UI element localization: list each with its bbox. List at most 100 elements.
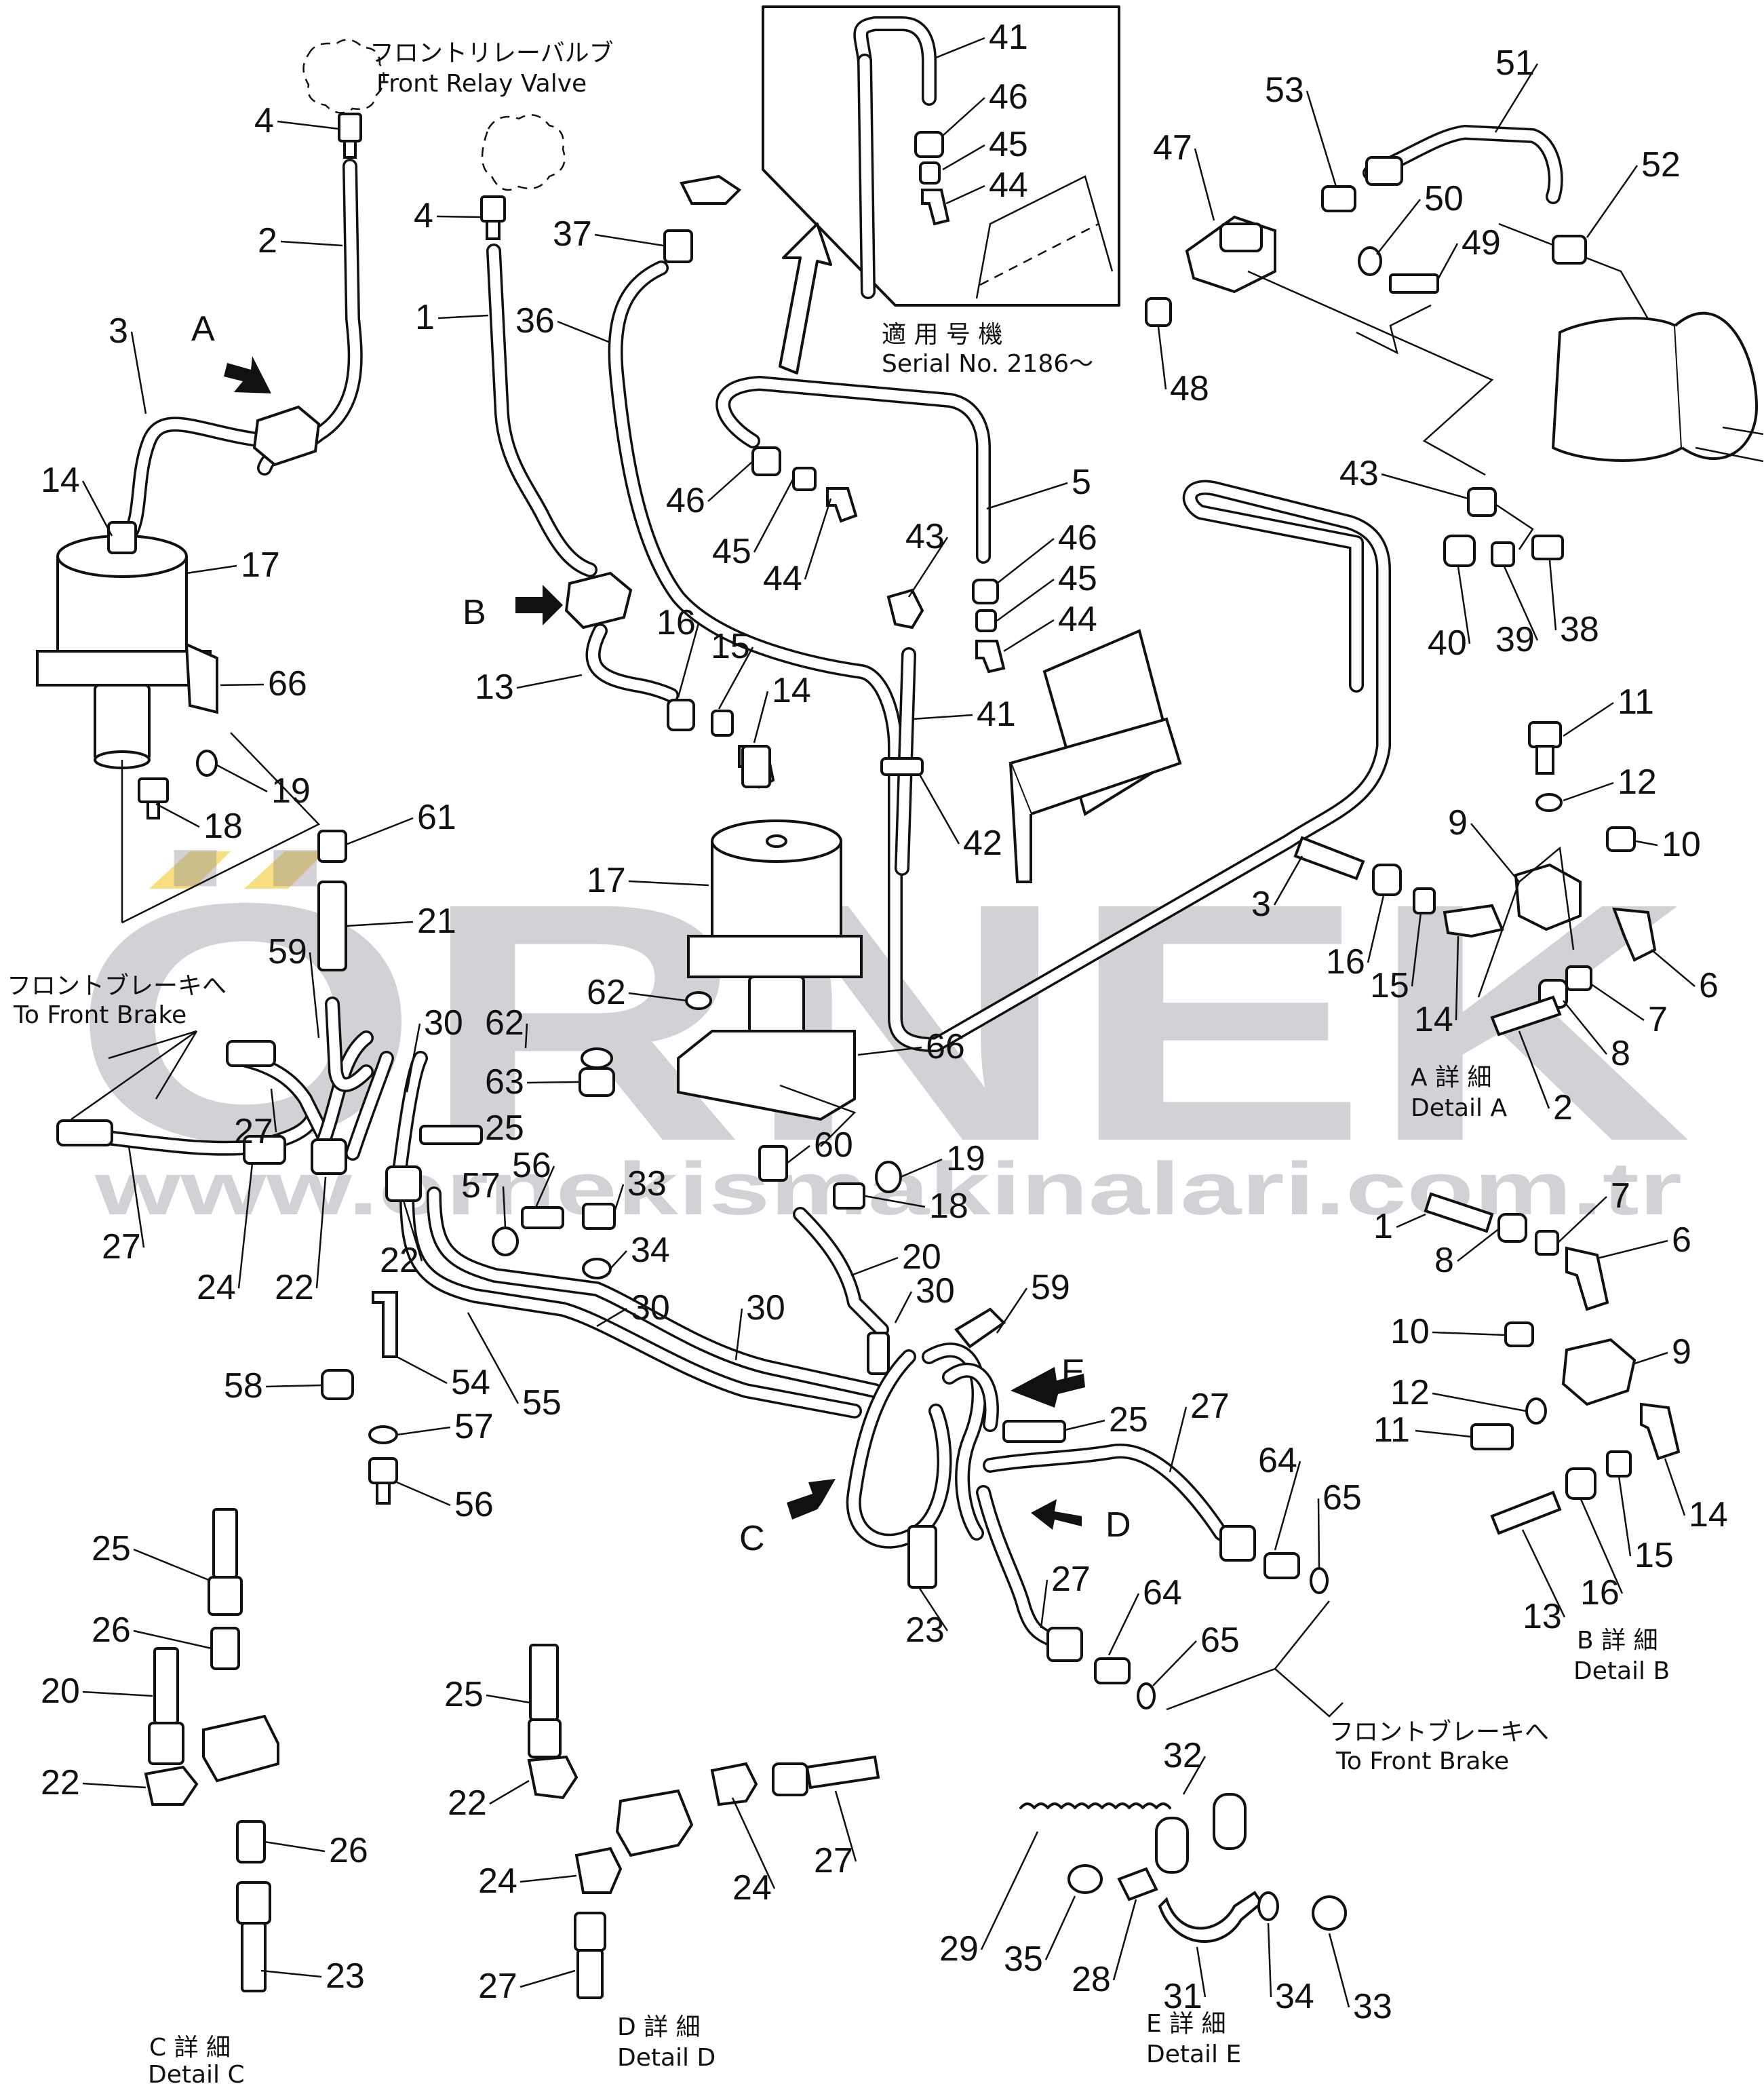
leader-line bbox=[857, 1046, 922, 1056]
leader-line bbox=[1548, 560, 1557, 631]
callout-number: 25 bbox=[444, 1675, 484, 1714]
callout-number: 6 bbox=[1672, 1220, 1691, 1260]
leader-line bbox=[396, 1426, 451, 1436]
leader-line bbox=[345, 921, 414, 927]
bolt-56-bottom bbox=[368, 1457, 398, 1484]
callout-number: 2 bbox=[1553, 1088, 1573, 1127]
leader-line bbox=[1563, 701, 1614, 737]
fitting-23 bbox=[907, 1525, 937, 1589]
callout-number: 14 bbox=[1689, 1495, 1728, 1534]
fitting-10-a bbox=[1606, 826, 1636, 852]
callout-number: 55 bbox=[522, 1383, 562, 1423]
leader-line bbox=[516, 674, 583, 689]
detail-a-caption-en: Detail A bbox=[1411, 1094, 1507, 1122]
callout-number: 8 bbox=[1611, 1034, 1630, 1073]
callout-number: 24 bbox=[197, 1268, 236, 1307]
callout-number: 3 bbox=[109, 311, 128, 351]
callout-number: 11 bbox=[1618, 682, 1654, 722]
leader-line bbox=[130, 331, 147, 414]
callout-number: 33 bbox=[627, 1164, 667, 1203]
callout-number: 35 bbox=[1004, 1939, 1043, 1979]
detail-e bbox=[1019, 1793, 1347, 1944]
callout-number: 32 bbox=[1163, 1736, 1202, 1775]
fitting-45-5 bbox=[792, 467, 817, 491]
callout-number: 62 bbox=[587, 973, 626, 1012]
leader-line bbox=[1618, 1475, 1632, 1557]
callout-number: 14 bbox=[772, 671, 811, 710]
leader-line bbox=[1455, 935, 1459, 1021]
detail-d-caption-en: Detail D bbox=[617, 2044, 716, 2072]
callout-number: 19 bbox=[946, 1139, 985, 1178]
callout-number: 27 bbox=[234, 1112, 273, 1151]
leader-line bbox=[804, 498, 832, 580]
callout-number: 13 bbox=[1523, 1597, 1562, 1636]
arrow-c bbox=[787, 1479, 836, 1520]
detail-c-caption-en: Detail C bbox=[148, 2061, 245, 2086]
callout-number: 60 bbox=[814, 1125, 853, 1165]
leader-line bbox=[1044, 1895, 1076, 1961]
leader-line bbox=[731, 1797, 776, 1889]
front-brake-right-label-en: To Front Brake bbox=[1335, 1747, 1509, 1775]
bolt-18-center bbox=[833, 1182, 865, 1210]
leader-line bbox=[526, 1081, 581, 1084]
leader-line bbox=[1306, 90, 1337, 187]
callout-number: 2 bbox=[258, 221, 277, 260]
callout-number: 62 bbox=[485, 1003, 524, 1043]
callout-number: 12 bbox=[1390, 1373, 1430, 1412]
leader-line bbox=[1415, 1429, 1472, 1438]
bolt-11-b bbox=[1470, 1423, 1514, 1450]
leader-line bbox=[1169, 1406, 1188, 1473]
callout-number: 5 bbox=[1072, 463, 1091, 502]
callout-number: 15 bbox=[1634, 1536, 1674, 1575]
leader-line bbox=[502, 1186, 507, 1229]
leader-line bbox=[1112, 1899, 1137, 1981]
callout-number: 30 bbox=[746, 1288, 785, 1328]
leader-line bbox=[520, 1969, 576, 1988]
leader-line bbox=[1563, 1000, 1607, 1055]
washer-19-center bbox=[875, 1161, 902, 1193]
fitting-53 bbox=[1321, 185, 1356, 212]
leader-line bbox=[1470, 823, 1520, 883]
callout-number: 41 bbox=[989, 18, 1028, 57]
fitting-39 bbox=[1491, 541, 1515, 567]
callout-number: 7 bbox=[1611, 1176, 1630, 1216]
leader-line bbox=[912, 714, 973, 720]
bolt-11-a bbox=[1528, 721, 1562, 748]
callout-number: 46 bbox=[666, 481, 705, 520]
fitting-61 bbox=[317, 830, 347, 863]
fitting-10-b bbox=[1504, 1321, 1534, 1347]
leader-line bbox=[406, 1023, 421, 1093]
callout-number: 27 bbox=[814, 1841, 853, 1880]
nut-16-b-detail bbox=[1565, 1467, 1596, 1500]
leader-line bbox=[1586, 165, 1639, 238]
callout-number: 44 bbox=[989, 166, 1028, 205]
nut-46-b bbox=[972, 579, 999, 604]
elbow-24-d-left bbox=[574, 1847, 623, 1894]
arrow-e bbox=[1011, 1367, 1085, 1408]
fitting-26-c-bottom bbox=[236, 1820, 266, 1863]
callout-number: 46 bbox=[989, 77, 1028, 117]
clamp-31 bbox=[1158, 1891, 1263, 1944]
callout-number: 49 bbox=[1462, 223, 1501, 263]
callout-number: 27 bbox=[1190, 1387, 1230, 1426]
elbow-6-a bbox=[1611, 907, 1657, 962]
detail-c-caption-jp: C 詳 細 bbox=[149, 2034, 231, 2062]
callout-number: 30 bbox=[424, 1003, 463, 1043]
leader-line bbox=[628, 992, 687, 1002]
callout-number: 48 bbox=[1170, 369, 1209, 408]
elbow-24-d-right bbox=[710, 1762, 758, 1807]
front-relay-valve-label-en: Front Relay Valve bbox=[376, 70, 587, 98]
fitting-7-a bbox=[1565, 965, 1592, 991]
leader-line bbox=[907, 537, 949, 598]
nut-46-5 bbox=[751, 446, 781, 476]
leader-line bbox=[996, 1288, 1028, 1334]
washer-62-center bbox=[685, 991, 712, 1010]
detail-b bbox=[1424, 1192, 1681, 1535]
fitting-20-c bbox=[148, 1722, 184, 1765]
callout-number: 64 bbox=[1258, 1441, 1297, 1480]
leader-line bbox=[900, 1158, 943, 1178]
leader-line bbox=[128, 1146, 145, 1248]
leader-line bbox=[1267, 1923, 1272, 1998]
leader-line bbox=[1635, 840, 1658, 847]
elbow-22-d bbox=[527, 1755, 579, 1800]
